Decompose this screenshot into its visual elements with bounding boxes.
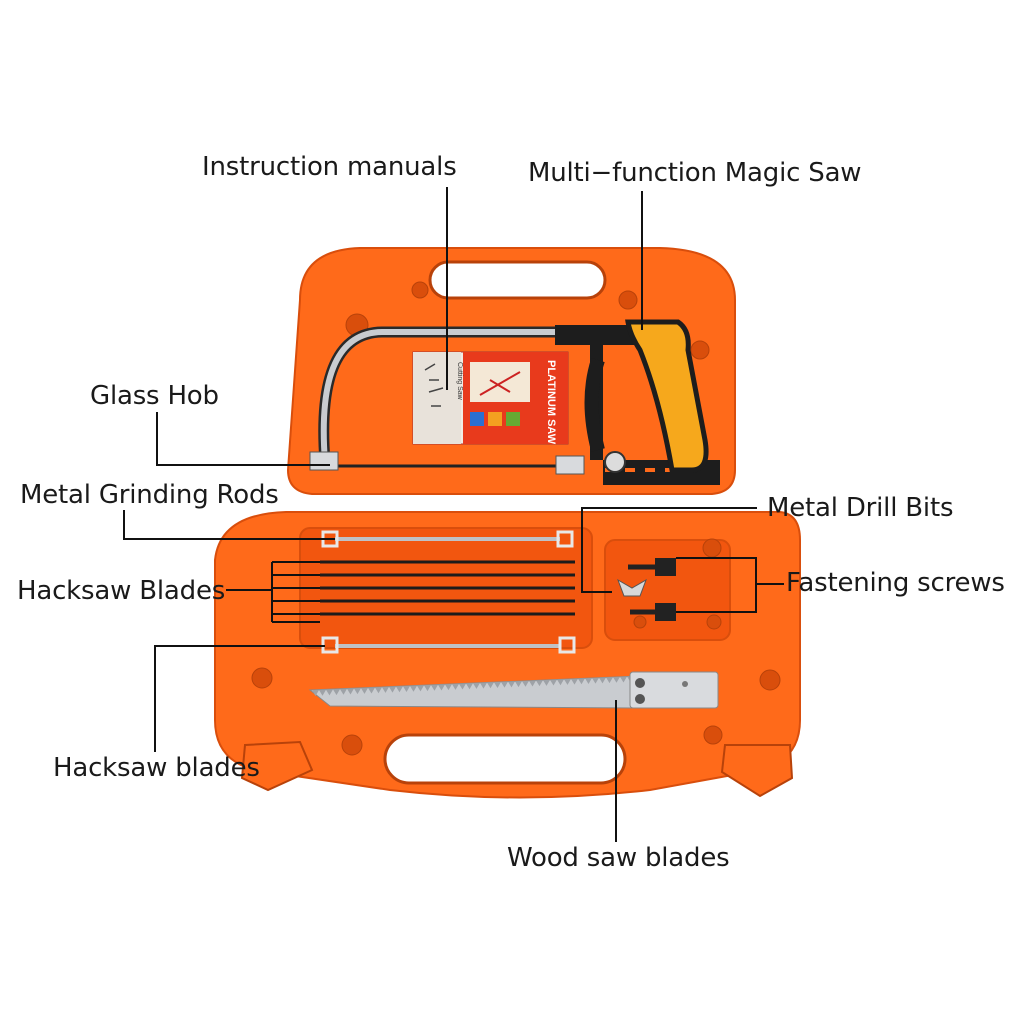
tray-foot-right	[720, 744, 794, 798]
magic-saw	[309, 319, 720, 485]
wing-nut	[617, 578, 647, 597]
manual-title: PLATINUM SAW	[545, 360, 557, 445]
label-magic-saw: Multi−function Magic Saw	[528, 158, 862, 188]
label-hacksaw-blades-lower: Hacksaw blades	[53, 753, 260, 783]
instruction-manual: PLATINUM SAW Cutting Saw	[412, 351, 569, 445]
label-glass-hob: Glass Hob	[90, 381, 219, 411]
tray-screw-hole	[759, 669, 781, 691]
label-hacksaw-blades-upper: Hacksaw Blades	[17, 576, 226, 606]
blade-set	[320, 530, 576, 654]
lid-handle-slot	[428, 260, 607, 300]
label-instruction-manuals: Instruction manuals	[202, 152, 457, 182]
leader-lines	[123, 187, 784, 842]
tray-handle-slot	[383, 733, 627, 785]
drill-bits	[617, 558, 676, 621]
tray-screw-hole	[703, 725, 723, 745]
lid-screw-hole	[618, 290, 638, 310]
label-metal-drill-bits: Metal Drill Bits	[767, 493, 954, 523]
tray-screw-hole	[706, 614, 722, 630]
case-tray	[214, 511, 801, 799]
label-wood-saw-blades: Wood saw blades	[507, 843, 730, 873]
lid-screw-hole	[690, 340, 710, 360]
tray-screw-hole	[251, 667, 273, 689]
tray-screw-hole	[633, 615, 647, 629]
tray-foot-left	[240, 740, 314, 792]
wood-saw-blade	[308, 671, 719, 709]
label-fastening-screws: Fastening screws	[786, 568, 1005, 598]
tray-screw-hole	[702, 538, 722, 558]
lid-screw-hole	[411, 281, 429, 299]
tray-screw-hole	[341, 734, 363, 756]
label-metal-grinding-rods: Metal Grinding Rods	[20, 480, 279, 510]
manual-side-text: Cutting Saw	[456, 362, 463, 401]
